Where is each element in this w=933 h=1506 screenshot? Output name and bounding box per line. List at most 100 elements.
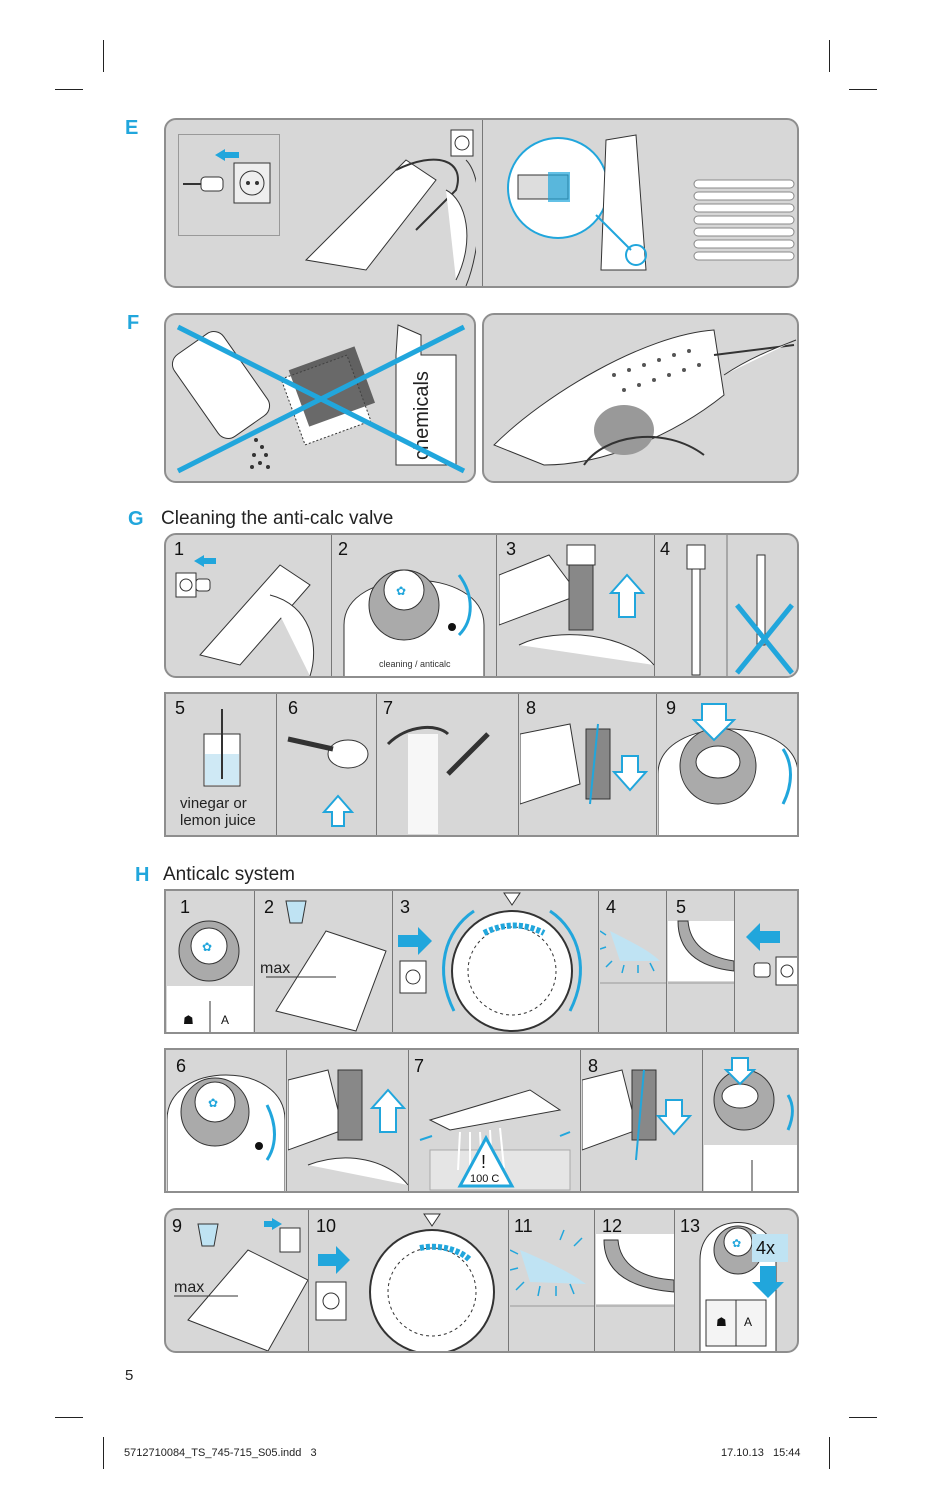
brush-cleaning-illustration (287, 736, 369, 827)
footer-date-time: 17.10.13 15:44 (721, 1447, 801, 1459)
soleplate-illustration (668, 920, 734, 984)
panel-divider (331, 535, 332, 676)
step-number: 3 (400, 897, 411, 917)
anticalc-button-press-illustration: ✿ 4x ☗ A (699, 1222, 788, 1351)
step-number: 12 (602, 1216, 623, 1236)
vinegar-caption: vinegar or lemon juice (180, 795, 256, 829)
panel-divider (598, 891, 599, 1032)
step-number: 4 (660, 539, 671, 559)
page-number: 5 (125, 1367, 134, 1384)
step-number: 6 (176, 1056, 187, 1076)
step-number: 10 (316, 1216, 337, 1236)
dial-label: cleaning / anticalc (379, 659, 451, 669)
refill-water-illustration: max (174, 1218, 308, 1351)
panel-divider (376, 694, 377, 835)
chemicals-label: chemicals (411, 371, 433, 460)
valve-handling-illustration (686, 535, 794, 676)
step-number: 5 (175, 698, 186, 718)
repeat-count-label: 4x (756, 1238, 775, 1258)
section-f-left-panel: chemicals (164, 313, 476, 483)
section-letter-h: H (135, 864, 150, 886)
section-g-title: Cleaning the anti-calc valve (161, 508, 394, 529)
crop-mark (103, 40, 104, 72)
panel-divider (254, 891, 255, 1032)
panel-divider (518, 694, 519, 835)
step-number: 8 (588, 1056, 599, 1076)
reinsert-valve-illustration (582, 1069, 693, 1161)
fill-water-illustration: max (260, 900, 387, 1032)
cleaning-soleplate-illustration (493, 329, 797, 466)
svg-text:✿: ✿ (396, 584, 406, 598)
step-number: 11 (514, 1216, 533, 1236)
section-g-row1-panel: 1 2 3 4 ✿ cleaning / anticalc (164, 533, 799, 678)
footer-file-info: 5712710084_TS_745-715_S05.indd 3 (124, 1447, 317, 1459)
lift-valve-illustration (288, 1069, 408, 1186)
section-e-panel (164, 118, 799, 288)
panel-divider (508, 1210, 509, 1351)
step-number: 13 (680, 1216, 701, 1236)
panel-divider (594, 1210, 595, 1351)
panel-divider (482, 120, 483, 286)
section-f-right-panel (482, 313, 799, 483)
step-number: 7 (414, 1056, 425, 1076)
panel-divider (702, 1050, 703, 1191)
crop-mark (55, 1417, 83, 1418)
section-letter-g: G (128, 508, 144, 530)
steam-burst-illustration (510, 1229, 594, 1307)
dial-return-illustration (704, 1057, 797, 1191)
rinse-illustration (386, 725, 490, 834)
crop-mark (829, 1437, 830, 1469)
plug-socket-icon (183, 149, 271, 204)
svg-text:✿: ✿ (732, 1238, 741, 1250)
panel-divider (308, 1210, 309, 1351)
max-label: max (174, 1279, 204, 1296)
panel-divider (656, 694, 657, 835)
anticalc-dial-heating-illustration (398, 892, 582, 1032)
dial-cleaning-position-illustration: ✿ (167, 1074, 285, 1191)
unplug-iron-illustration (175, 555, 315, 676)
crop-mark (103, 1437, 104, 1469)
svg-text:☗: ☗ (183, 1013, 194, 1027)
glass-illustration (203, 709, 241, 787)
panel-divider (654, 535, 655, 676)
warning-mark: ! (481, 1152, 486, 1172)
dial-turn-cleaning-illustration: ✿ cleaning / anticalc (343, 569, 485, 676)
svg-text:A: A (221, 1013, 229, 1027)
remove-valve-illustration (499, 544, 654, 666)
steam-over-sink-illustration: ! 100 C (419, 1089, 571, 1191)
unplug-illustration (178, 134, 280, 236)
crop-mark (55, 89, 83, 90)
step-number: 4 (606, 897, 617, 917)
replug-heating-dial-illustration (315, 1213, 495, 1351)
panel-divider (496, 535, 497, 676)
cord-storage-illustration (507, 134, 795, 271)
dial-and-buttons-illustration: ✿ ☗ A (167, 920, 253, 1032)
insert-valve-illustration (520, 723, 649, 805)
panel-divider (580, 1050, 581, 1191)
panel-divider (392, 891, 393, 1032)
crop-mark (849, 89, 877, 90)
section-h-row2-panel: 6 7 8 ✿ ! 100 C (164, 1048, 799, 1193)
svg-text:A: A (744, 1315, 752, 1329)
no-abrasives-illustration: chemicals (171, 324, 466, 474)
panel-divider (674, 1210, 675, 1351)
step-number: 7 (383, 698, 394, 718)
section-h-title: Anticalc system (163, 864, 295, 885)
step-number: 9 (666, 698, 677, 718)
crop-mark (829, 40, 830, 72)
step-number: 8 (526, 698, 537, 718)
step-number: 3 (506, 539, 517, 559)
svg-text:☗: ☗ (716, 1315, 727, 1329)
panel-divider (276, 694, 277, 835)
warning-temperature: 100 C (470, 1173, 499, 1185)
section-h-row1-panel: 1 2 3 4 5 ✿ ☗ A max (164, 889, 799, 1034)
iron-unplugging-illustration (304, 129, 476, 286)
panel-divider (286, 1050, 287, 1191)
panel-divider (734, 891, 735, 1032)
svg-text:✿: ✿ (208, 1096, 218, 1110)
step-number: 2 (338, 539, 349, 559)
section-g-row2-panel: 5 6 7 8 9 vinegar or lemon juice (164, 692, 799, 837)
max-label: max (260, 960, 290, 977)
step-number: 1 (180, 897, 191, 917)
step-number: 1 (174, 539, 185, 559)
